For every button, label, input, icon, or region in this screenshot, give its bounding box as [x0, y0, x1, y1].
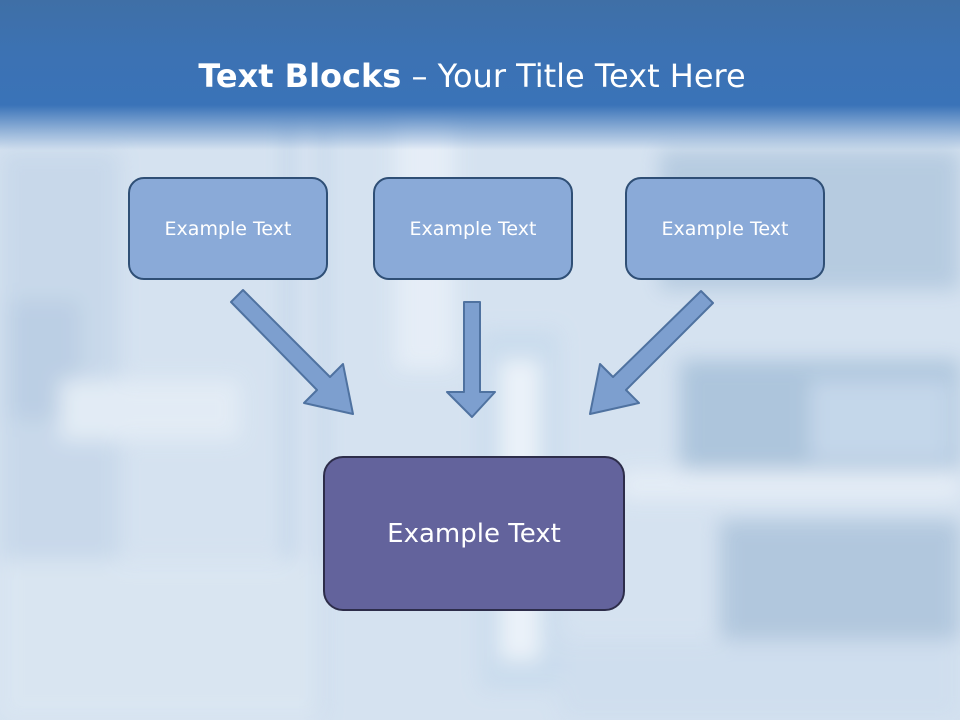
title-dash: – [401, 57, 438, 95]
text-box-top-right[interactable]: Example Text [625, 177, 825, 280]
arrow-down-left-icon [589, 290, 714, 415]
title-rest: Your Title Text Here [437, 57, 746, 95]
title-band [0, 0, 960, 150]
text-box-top-left[interactable]: Example Text [128, 177, 328, 280]
text-box-top-center-label: Example Text [409, 217, 537, 240]
text-box-bottom-label: Example Text [387, 518, 561, 549]
page-title: Text Blocks – Your Title Text Here [0, 52, 944, 100]
text-box-bottom[interactable]: Example Text [323, 456, 625, 611]
text-box-top-center[interactable]: Example Text [373, 177, 573, 280]
arrow-down-icon [446, 301, 496, 418]
arrow-down-right-icon [230, 289, 354, 415]
text-box-top-right-label: Example Text [661, 217, 789, 240]
title-bold-part: Text Blocks [198, 57, 402, 95]
text-box-top-left-label: Example Text [164, 217, 292, 240]
